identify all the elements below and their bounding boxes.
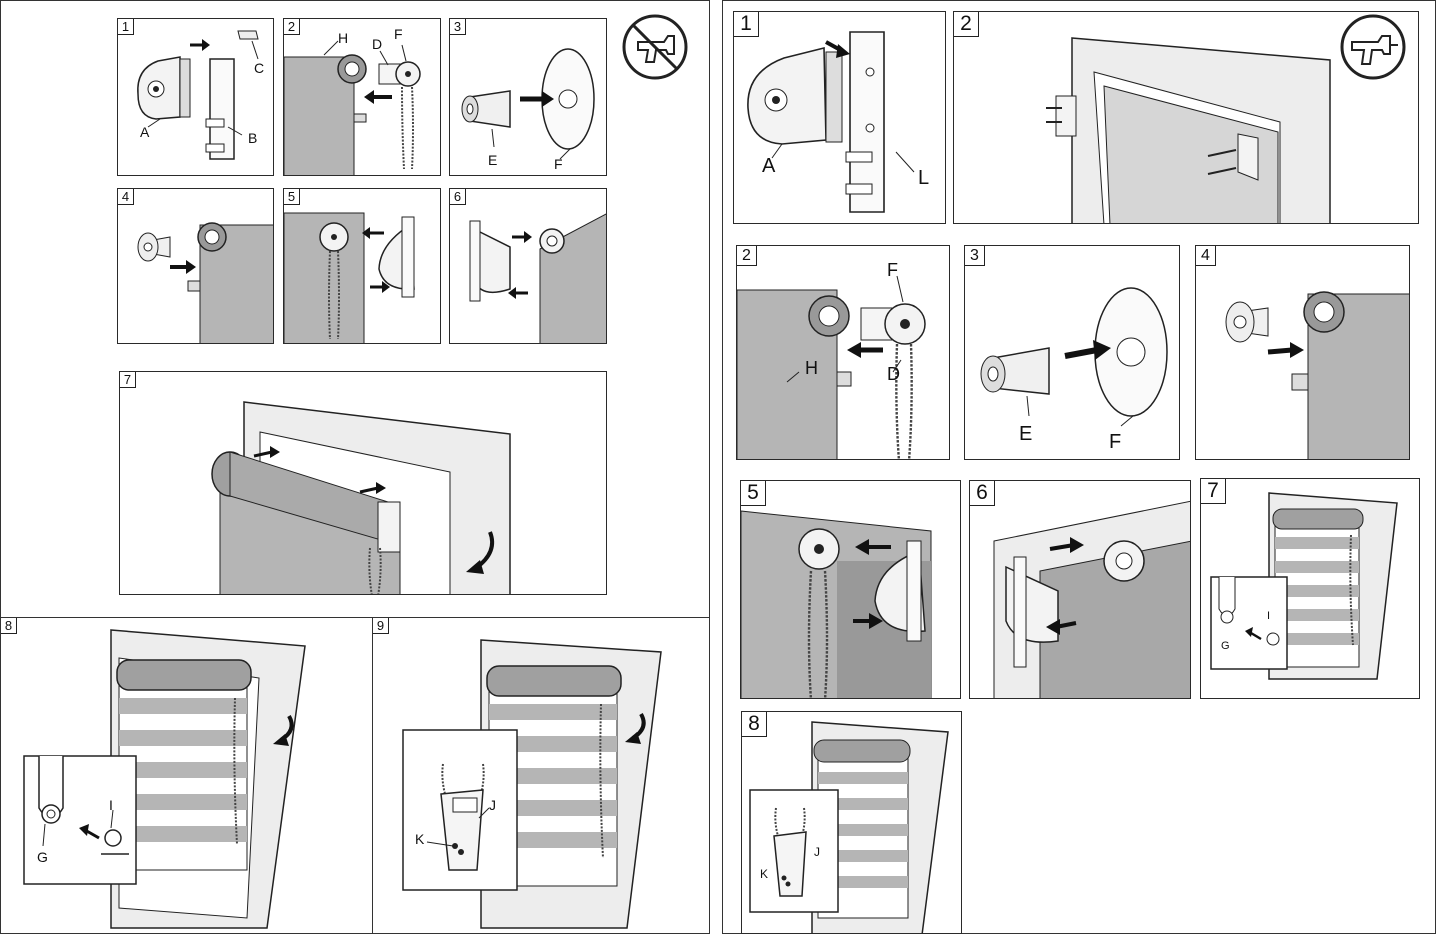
step-number: 7 <box>1201 479 1226 504</box>
right-step-1-panel: 1 A L <box>733 11 946 224</box>
left-step-4-panel: 4 <box>117 188 274 344</box>
bracket-assembly-diagram: A B C <box>137 30 264 160</box>
label-a: A <box>140 124 150 140</box>
plug-insert-diagram <box>137 222 273 343</box>
end-cap-insert-diagram: H D F <box>284 26 421 175</box>
left-step-2-panel: 2 H D F <box>283 18 441 176</box>
label-j: J <box>489 797 496 813</box>
label-c: C <box>254 60 264 76</box>
label-g: G <box>1221 640 1230 652</box>
right-step-3-panel: 3 E F <box>964 245 1180 460</box>
right-step-7-panel: 7 G I <box>1200 478 1420 699</box>
step-number: 3 <box>965 246 985 266</box>
plug-washer-diagram: E F <box>461 48 595 172</box>
step-number: 8 <box>1 618 17 634</box>
label-f: F <box>887 260 898 280</box>
label-j: J <box>814 845 820 859</box>
label-d: D <box>372 36 382 52</box>
step-number: 4 <box>118 189 134 205</box>
label-l: L <box>918 167 929 189</box>
step-number: 2 <box>737 246 757 266</box>
label-i: I <box>1267 610 1270 622</box>
label-a: A <box>762 155 776 177</box>
drill-icon <box>1340 14 1406 80</box>
step-number: 1 <box>734 12 759 37</box>
label-k: K <box>760 867 768 881</box>
left-step-3-panel: 3 E F <box>449 18 607 176</box>
label-g: G <box>37 849 48 865</box>
step-number: 2 <box>284 19 300 35</box>
window-mount-diagram <box>211 401 511 594</box>
label-f: F <box>554 156 563 172</box>
label-e: E <box>1019 423 1032 445</box>
right-step-5-panel: 5 <box>740 480 961 699</box>
label-b: B <box>248 130 257 146</box>
bracket-slide-diagram <box>469 213 606 343</box>
label-h: H <box>338 30 348 46</box>
step-number: 3 <box>450 19 466 35</box>
zebra-blind-install-diagram: G I <box>1210 492 1398 680</box>
bracket-slide-diagram <box>993 500 1190 698</box>
left-step-7-panel: 7 <box>119 371 607 595</box>
right-step-8-panel: 8 K J <box>741 711 962 934</box>
step-number: 9 <box>373 618 389 634</box>
step-number: 6 <box>450 189 466 205</box>
right-step-4-panel: 4 <box>1195 245 1410 460</box>
right-step-6-panel: 6 <box>969 480 1191 699</box>
zebra-blind-install-9: K J <box>402 639 662 929</box>
step-number: 2 <box>954 12 979 37</box>
step-number: 8 <box>742 712 767 737</box>
zebra-blind-clip-diagram: K J <box>749 721 949 933</box>
step-number: 4 <box>1196 246 1216 266</box>
label-h: H <box>805 358 818 378</box>
step-number: 1 <box>118 19 134 35</box>
no-drill-icon <box>622 14 688 80</box>
plug-insert-diagram <box>1225 291 1409 459</box>
bracket-attach-diagram <box>741 510 932 698</box>
plug-washer-diagram: E F <box>980 287 1168 453</box>
step-number: 5 <box>741 481 766 506</box>
bracket-l-clip-diagram: A L <box>747 31 929 213</box>
label-d: D <box>887 364 900 384</box>
label-f: F <box>394 26 403 42</box>
left-step-5-panel: 5 <box>283 188 441 344</box>
drill-mount-diagram <box>1046 37 1331 223</box>
step-number: 6 <box>970 481 995 506</box>
label-i: I <box>109 797 113 813</box>
left-step-6-panel: 6 <box>449 188 607 344</box>
step-number: 7 <box>120 372 136 388</box>
label-f: F <box>1109 431 1121 453</box>
step-number: 5 <box>284 189 300 205</box>
endcap-insert-diagram: F H D <box>737 260 926 459</box>
label-e: E <box>488 152 497 168</box>
zebra-blind-install-8: G I <box>23 629 306 929</box>
bracket-attach-diagram <box>284 212 415 343</box>
label-k: K <box>415 831 425 847</box>
right-step-2-endcap-panel: 2 F H D <box>736 245 950 460</box>
left-step-1-panel: 1 A B C <box>117 18 274 176</box>
